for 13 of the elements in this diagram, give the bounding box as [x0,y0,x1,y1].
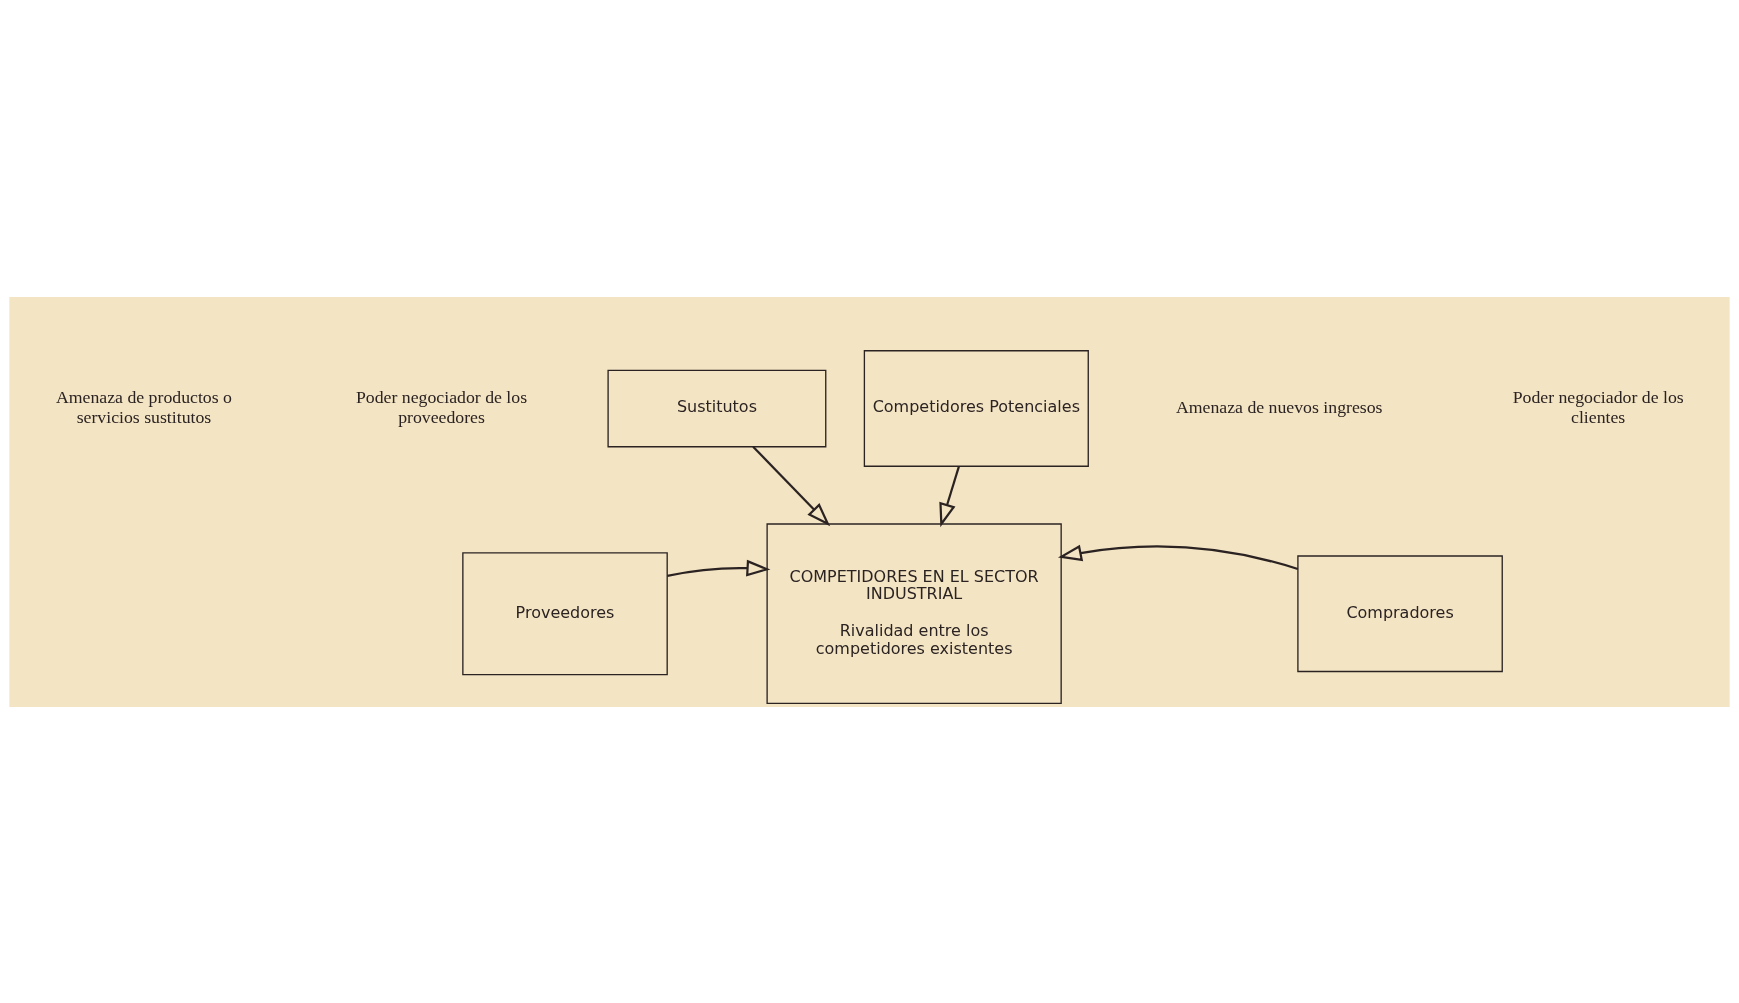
node-box: Compradores [1297,554,1503,672]
label: Poder negociador de los proveedores [356,386,528,427]
arrow [667,559,771,577]
node-box: COMPETIDORES EN EL SECTOR INDUSTRIAL Rivalidad entre los competidores existentes [766,522,1062,704]
node-box: Sustitutos [607,369,827,447]
label: Amenaza de nuevos ingresos [1175,396,1383,417]
label: Amenaza de productos o servicios sustitutos [55,386,232,427]
arrow [752,445,831,526]
node-box: Proveedores [462,551,668,675]
node-box: Competidores Potenciales [863,349,1089,467]
arrow [1057,544,1299,570]
arrow [939,465,960,527]
label: Poder negociador de los clientes [1512,386,1684,427]
